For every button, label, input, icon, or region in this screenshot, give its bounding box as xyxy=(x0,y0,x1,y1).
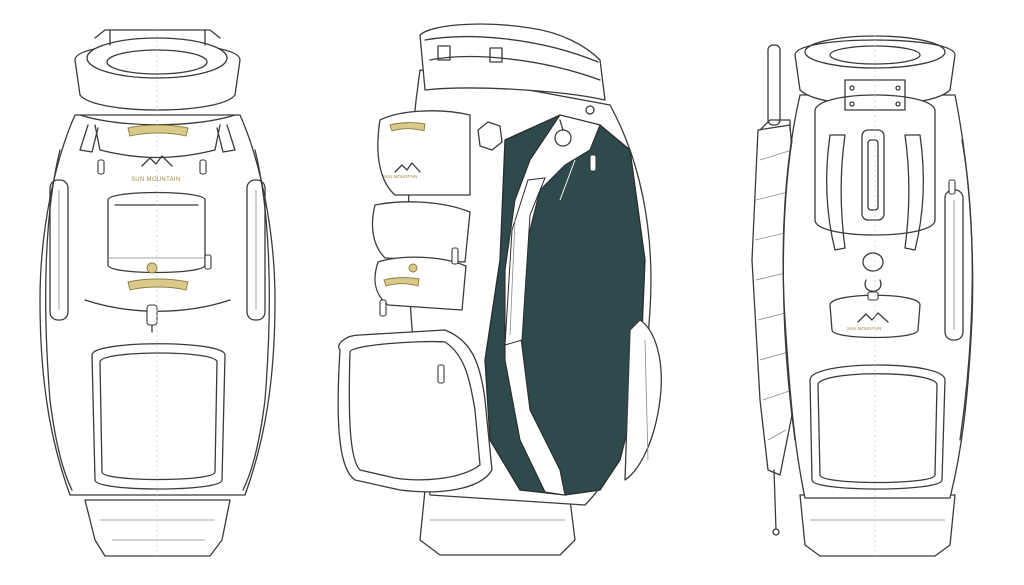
back-view-bag: SUN MOUNTAIN xyxy=(751,35,974,557)
side-brand-text: SUN MOUNTAIN xyxy=(383,174,417,179)
front-view-bag: SUN MOUNTAIN xyxy=(39,29,276,557)
front-brand-text: SUN MOUNTAIN xyxy=(131,177,181,183)
back-brand-text: SUN MOUNTAIN xyxy=(847,326,881,331)
side-view-bag: SUN MOUNTAIN xyxy=(337,23,662,556)
